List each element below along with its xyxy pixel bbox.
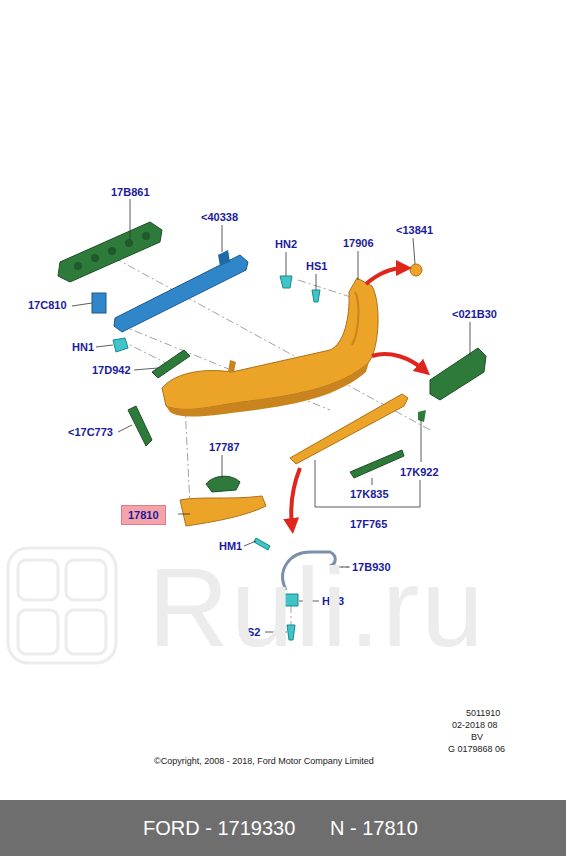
copyright-note: ©Copyright, 2008 - 2018, Ford Motor Comp… [154, 756, 374, 767]
callout-number: 17810 [128, 509, 159, 521]
valance [180, 496, 266, 526]
highlight-box: 17810 [121, 505, 166, 525]
callout-number: 17787 [209, 441, 240, 454]
energy-absorber [58, 222, 162, 282]
drawing-code: G 0179868 06 [448, 744, 505, 755]
watermark: Ruli.ru [148, 552, 486, 664]
callout-number: 17K835 [350, 488, 389, 501]
callout-number: <17C773 [68, 426, 113, 439]
callout-number: 17F765 [350, 518, 387, 531]
footer-band: FORD - 1719330 N - 17810 [0, 800, 566, 856]
callout-number: HN2 [275, 238, 297, 251]
callout-number: HN1 [72, 341, 94, 354]
callout-number: 17B861 [111, 186, 150, 199]
callout-number: 17D942 [92, 364, 131, 377]
drawing-code: 02-2018 08 [452, 720, 498, 731]
bracket [206, 476, 240, 492]
callout-number: <021B30 [452, 308, 497, 321]
drawing-code: BV [471, 732, 483, 743]
bumper-beam [114, 255, 248, 332]
nut [113, 338, 128, 352]
bracket [152, 350, 190, 378]
callout-number: <13841 [396, 224, 433, 237]
clip [254, 538, 270, 550]
bracket [350, 450, 404, 478]
callout-number: 17C810 [28, 299, 67, 312]
nut [280, 276, 292, 288]
beam-bracket [218, 250, 230, 266]
watermark-logo [8, 548, 116, 663]
cap [410, 264, 422, 276]
part-reference: N - 17810 [330, 817, 418, 840]
bumper-cover [162, 278, 378, 417]
clip [418, 410, 426, 422]
part-reference: FORD - 1719330 [143, 817, 295, 840]
drawing-code: 5011910 [466, 708, 500, 719]
screw [312, 290, 320, 302]
callout-number: 17K922 [400, 466, 439, 479]
lower-absorber [290, 394, 408, 464]
callout-number: HS1 [306, 260, 327, 273]
callout-number: <40338 [201, 211, 238, 224]
bracket [92, 293, 106, 313]
red-arrows [291, 268, 424, 526]
reflector [430, 348, 486, 400]
bracket [128, 406, 152, 446]
callout-number: 17906 [343, 237, 374, 250]
